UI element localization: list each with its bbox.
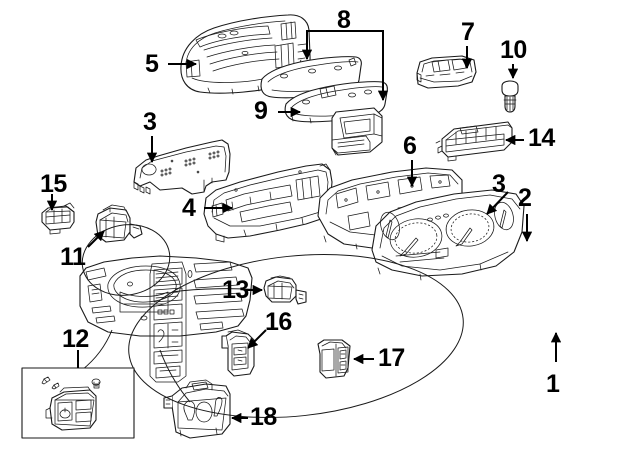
part-cluster-back-housing (133, 139, 231, 195)
part-combination-switch (95, 204, 143, 243)
callout-label-13: 13 (222, 276, 249, 304)
part-gauge-face-assembly (371, 189, 525, 281)
callout-label-18: 18 (250, 403, 277, 431)
part-window-switch-passenger (317, 339, 351, 379)
callout-label-5: 5 (145, 50, 159, 78)
inset-detail-box (21, 367, 135, 439)
callout-label-4: 4 (182, 194, 196, 222)
callout-label-3: 3 (143, 108, 157, 136)
callout-label-6: 6 (403, 132, 417, 160)
part-trim-corner-bezel (331, 107, 383, 156)
callout-label-8: 8 (337, 6, 351, 34)
callout-label-15: 15 (40, 170, 67, 198)
arrow-11 (87, 230, 105, 248)
callout-label-9: 9 (254, 97, 268, 125)
part-small-connector (41, 202, 75, 235)
callout-label-17: 17 (378, 344, 405, 372)
arrow-16 (247, 329, 267, 349)
callout-label-14: 14 (528, 124, 555, 152)
callout-arrows (46, 30, 562, 424)
part-connector-block (435, 121, 513, 162)
part-retainer-clip (501, 80, 519, 113)
callout-label-12: 12 (62, 325, 89, 353)
bracket-8 (306, 30, 384, 39)
part-control-module (416, 55, 477, 89)
callout-label-2: 2 (518, 184, 532, 212)
callout-label-10: 10 (500, 36, 527, 64)
callout-label-16: 16 (265, 308, 292, 336)
part-window-switch-single (221, 329, 255, 377)
part-mirror-switch (263, 275, 307, 305)
callout-label-3-right: 3 (492, 170, 506, 198)
callout-label-11: 11 (60, 243, 86, 271)
dashboard-reference-view (79, 255, 253, 383)
callout-label-7: 7 (461, 18, 475, 46)
arrow-3-right (486, 191, 509, 215)
callout-label-1: 1 (546, 370, 560, 398)
